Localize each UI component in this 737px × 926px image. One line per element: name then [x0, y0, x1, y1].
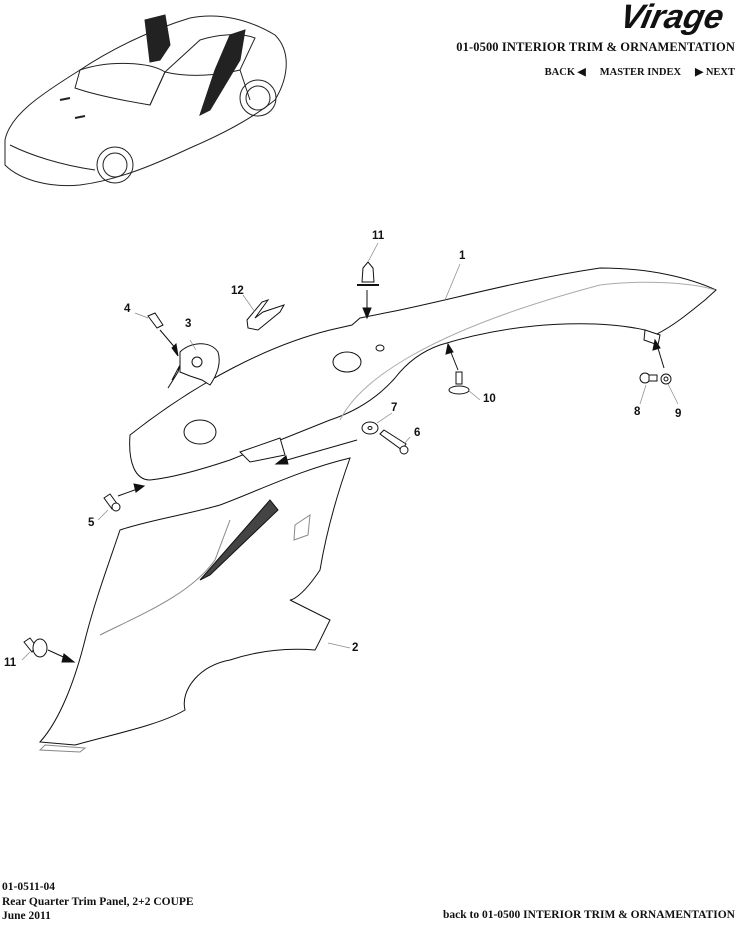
back-link[interactable]: BACK ◀ [545, 66, 586, 78]
part-4-screw[interactable] [147, 312, 164, 329]
callout-2[interactable]: 2 [352, 642, 359, 654]
triangle-right-icon: ▶ [695, 67, 704, 78]
next-link[interactable]: ▶ NEXT [695, 66, 735, 78]
publication-date: June 2011 [2, 910, 51, 922]
part-1-upper-trim-panel[interactable] [129, 267, 717, 481]
virage-logo: Virage [617, 0, 728, 36]
callout-7[interactable]: 7 [391, 402, 398, 414]
callout-5[interactable]: 5 [88, 517, 95, 529]
part-11-clip-lower[interactable] [23, 637, 48, 658]
part-3-bracket[interactable] [167, 343, 220, 389]
back-label: BACK [544, 67, 576, 78]
callout-9[interactable]: 9 [675, 408, 682, 420]
part-10-screw[interactable] [448, 371, 470, 395]
part-5-screw[interactable] [103, 493, 121, 512]
callout-12[interactable]: 12 [231, 285, 244, 297]
back-to-section-link[interactable]: back to 01-0500 INTERIOR TRIM & ORNAMENT… [443, 909, 735, 921]
part-6-bolt[interactable] [379, 429, 409, 455]
part-9-washer[interactable] [660, 373, 672, 385]
callout-1[interactable]: 1 [459, 250, 466, 262]
navigation-bar: BACK ◀ MASTER INDEX ▶ NEXT [545, 66, 735, 79]
part-7-washer[interactable] [361, 421, 379, 435]
part-number: 01-0511-04 [2, 881, 56, 893]
svg-text:Virage: Virage [617, 0, 728, 36]
part-8-bolt[interactable] [639, 372, 658, 384]
callout-3[interactable]: 3 [185, 318, 192, 330]
triangle-left-icon: ◀ [577, 67, 586, 78]
callout-6[interactable]: 6 [414, 427, 421, 439]
next-label: NEXT [705, 67, 735, 78]
part-description: Rear Quarter Trim Panel, 2+2 COUPE [2, 895, 194, 908]
footer-info: 01-0511-04 Rear Quarter Trim Panel, 2+2 … [2, 880, 194, 924]
car-overview-illustration [4, 14, 287, 187]
section-title-link[interactable]: 01-0500 INTERIOR TRIM & ORNAMENTATION [456, 40, 735, 54]
part-11-clip-upper[interactable] [357, 261, 379, 286]
exploded-parts-diagram [21, 242, 717, 753]
part-2-lower-trim-panel[interactable] [38, 457, 351, 753]
master-index-link[interactable]: MASTER INDEX [599, 66, 682, 78]
part-12-clip[interactable] [246, 299, 286, 331]
callout-11-lower[interactable]: 11 [4, 657, 17, 669]
callout-10[interactable]: 10 [483, 393, 496, 405]
callout-8[interactable]: 8 [634, 406, 641, 418]
callout-11-upper[interactable]: 11 [372, 230, 385, 242]
callout-4[interactable]: 4 [124, 303, 131, 315]
